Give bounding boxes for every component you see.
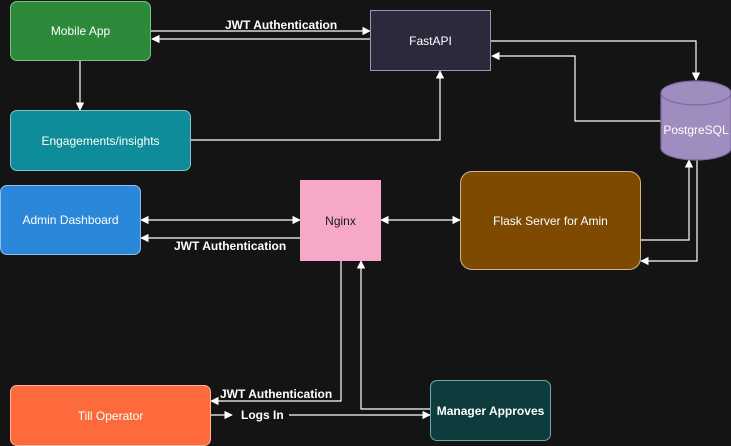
admin-dashboard-label: Admin Dashboard xyxy=(22,213,119,227)
edge-fastapi-to-postgres xyxy=(491,40,701,81)
mobile-app-label: Mobile App xyxy=(50,24,111,38)
postgresql-label-box: PostgreSQL xyxy=(661,110,731,150)
postgresql-label: PostgreSQL xyxy=(663,123,729,137)
edge-postgres-to-fastapi xyxy=(491,51,661,122)
postgresql-cylinder[interactable] xyxy=(660,80,731,161)
nginx-node[interactable]: Nginx xyxy=(300,180,381,261)
fastapi-node[interactable]: FastAPI xyxy=(370,10,491,71)
postgresql-body xyxy=(660,92,731,161)
edge-manager-to-nginx xyxy=(356,260,430,410)
edge-flask-to-postgres xyxy=(640,159,694,241)
edge-engagements-to-fastapi xyxy=(190,70,445,141)
edge-nginx-to-till xyxy=(210,261,342,406)
engagements-insights-node[interactable]: Engagements/insights xyxy=(10,110,191,171)
flask-server-label: Flask Server for Amin xyxy=(493,213,608,228)
mobile-app-node[interactable]: Mobile App xyxy=(10,1,151,61)
admin-dashboard-node[interactable]: Admin Dashboard xyxy=(0,185,141,255)
edge-label-mobile-fastapi: JWT Authentication xyxy=(225,18,338,32)
engagements-label: Engagements/insights xyxy=(41,133,160,148)
manager-approves-label: Manager Approves xyxy=(436,403,545,418)
manager-approves-node[interactable]: Manager Approves xyxy=(430,380,551,441)
till-operator-node[interactable]: Till Operator xyxy=(10,385,211,446)
edge-postgres-to-flask xyxy=(640,160,698,266)
edge-label-logs-in: Logs In xyxy=(241,408,284,422)
fastapi-label: FastAPI xyxy=(409,33,452,48)
postgresql-top xyxy=(660,80,731,106)
edge-label-till-nginx: JWT Authentication xyxy=(220,387,333,401)
edge-label-admin-nginx: JWT Authentication xyxy=(174,239,287,253)
flask-server-node[interactable]: Flask Server for Amin xyxy=(460,171,641,270)
till-operator-label: Till Operator xyxy=(77,408,144,423)
nginx-label: Nginx xyxy=(325,213,356,228)
